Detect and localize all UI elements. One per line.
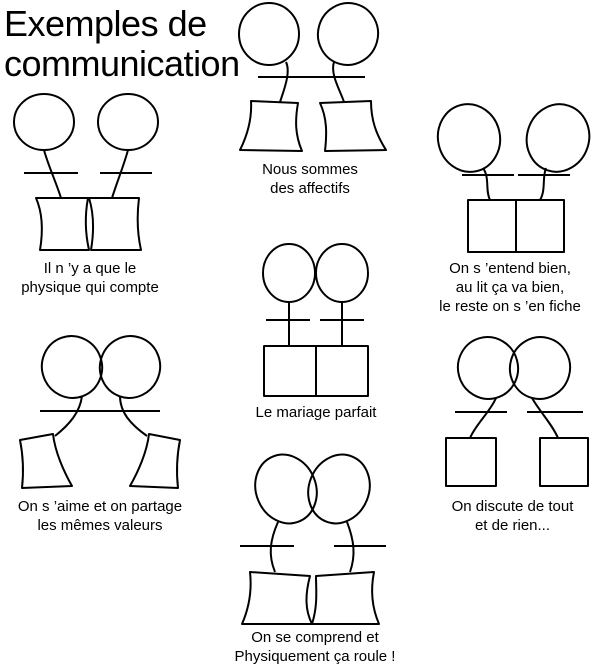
caption-discute: On discute de tout et de rien... — [451, 498, 574, 534]
neck-left — [469, 397, 497, 439]
caption-physique: Il n ’y a que le physique qui compte — [21, 260, 159, 296]
body-right — [315, 345, 369, 397]
head-right — [316, 2, 380, 66]
neck-left — [54, 395, 83, 437]
example-couple-memes-valeurs — [19, 335, 181, 489]
caption-entend-bien: On s ’entend bien, au lit ça va bien, le… — [439, 260, 581, 315]
neck-right — [119, 395, 148, 437]
example-couple-entend-bien — [436, 103, 591, 253]
neck-left — [482, 167, 491, 201]
neck-right — [346, 521, 355, 573]
body-right — [515, 199, 565, 253]
body-left — [35, 197, 90, 251]
neck-right — [539, 167, 547, 201]
body-left — [445, 437, 497, 487]
example-couple-physique — [13, 93, 159, 251]
example-couple-discute — [445, 336, 589, 487]
body-left — [241, 571, 313, 625]
head-right — [525, 103, 591, 173]
caption-mariage-parfait: Le mariage parfait — [255, 404, 377, 421]
neck-left — [279, 61, 289, 103]
example-couple-comprend — [240, 453, 386, 625]
head-right — [315, 243, 369, 303]
head-right — [97, 93, 159, 151]
body-right — [88, 197, 142, 251]
head-right — [508, 336, 572, 400]
caption-affectifs: Nous sommes des affectifs — [262, 161, 358, 197]
head-left — [238, 2, 300, 66]
neck-left — [269, 521, 279, 573]
example-couple-mariage-parfait — [262, 243, 369, 397]
caption-comprend: On se comprend et Physiquement ça roule … — [234, 629, 396, 665]
body-right — [311, 571, 380, 625]
head-left — [436, 103, 502, 173]
body-left — [263, 345, 317, 397]
body-right — [319, 100, 387, 152]
head-left — [456, 336, 520, 400]
example-couple-affectifs — [238, 2, 387, 152]
head-left — [13, 93, 75, 151]
head-right — [307, 453, 371, 525]
caption-memes-valeurs: On s ’aime et on partage les mêmes valeu… — [17, 498, 183, 534]
head-left — [262, 243, 316, 303]
neck-right — [332, 61, 345, 103]
page-title: Exemples de communication — [4, 3, 240, 84]
body-left — [19, 433, 73, 489]
neck-right — [531, 397, 559, 439]
body-left — [239, 100, 303, 152]
body-right — [129, 433, 181, 489]
body-right — [539, 437, 589, 487]
head-left — [254, 453, 318, 525]
body-left — [467, 199, 517, 253]
